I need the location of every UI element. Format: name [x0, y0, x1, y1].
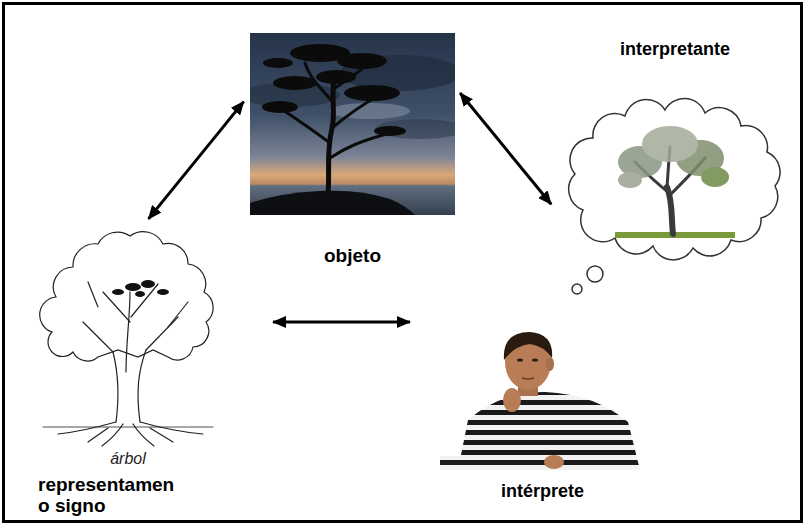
sign-label: representamen o signo: [38, 474, 183, 516]
interpretant-label: interpretante: [555, 38, 795, 60]
object-label: objeto: [250, 245, 455, 267]
picture-space: [440, 320, 645, 470]
picture-space: [555, 60, 795, 297]
picture-space: [250, 33, 455, 215]
double-arrow: [273, 321, 410, 324]
interpreter-group: intérprete: [440, 320, 645, 502]
tree-drawing: [38, 222, 218, 450]
boy-figure: [440, 320, 645, 470]
interpretant-group: interpretante: [555, 38, 795, 297]
thought-cloud: [555, 92, 795, 297]
sign-group: árbol representamen o signo: [38, 222, 218, 516]
object-group: objeto: [250, 33, 455, 267]
double-arrow: [460, 93, 551, 204]
double-arrow: [149, 102, 244, 219]
interpreter-label: intérprete: [440, 480, 645, 502]
picture-space: [38, 222, 218, 450]
tree-photo: [250, 33, 455, 215]
sign-word: árbol: [38, 450, 218, 468]
